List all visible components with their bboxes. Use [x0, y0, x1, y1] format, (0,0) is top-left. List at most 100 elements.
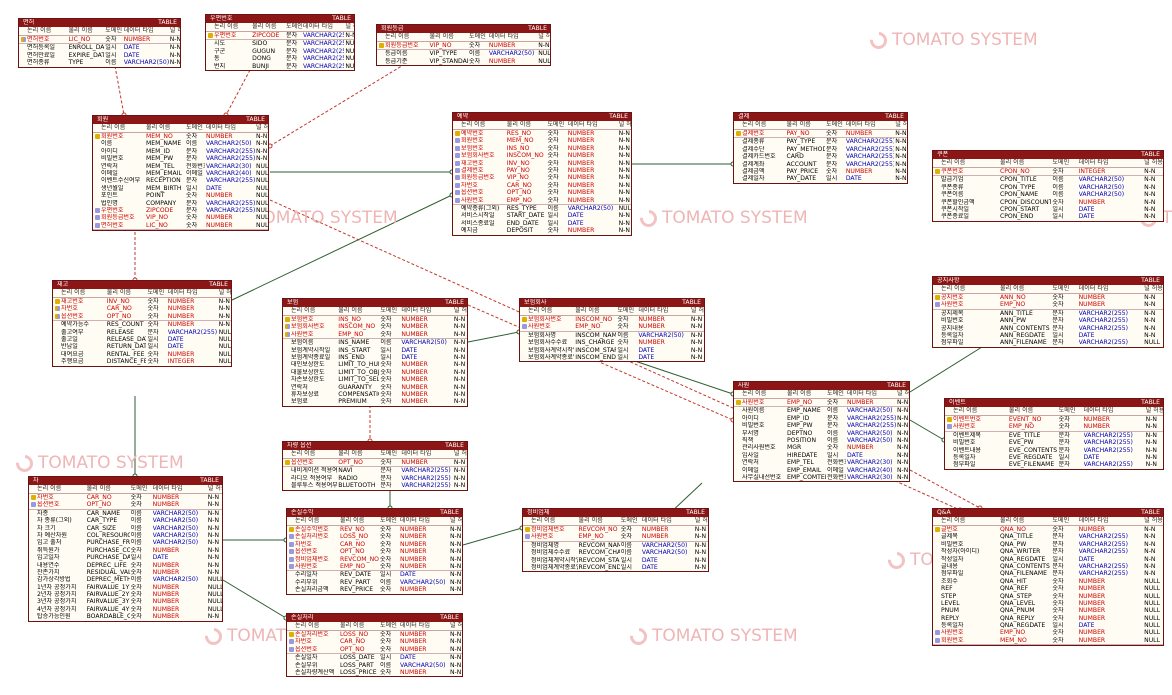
- attribute-row[interactable]: 이벤트내용EVE_CONTENTS문자VARCHAR2(255)N-N: [945, 447, 1163, 454]
- attribute-row[interactable]: 아이디EMP_ID문자VARCHAR2(255)N-N: [734, 415, 909, 422]
- attribute-row[interactable]: 관리사원번호MGR숫자NUMBERN-N: [734, 444, 909, 451]
- entity-header[interactable]: 보험TABLE: [283, 299, 467, 307]
- entity-event[interactable]: 이벤트TABLE논리 이름물리 이름도메인데이터 타입널 허용이벤트번호EVEN…: [944, 398, 1164, 470]
- entity-loss_revenue[interactable]: 손실수익TABLE논리 이름물리 이름도메인데이터 타입널 허용손실수익번호RE…: [286, 508, 463, 595]
- attribute-row[interactable]: 등급기준VIP_STANDARD숫자NUMBERNULL: [377, 58, 550, 65]
- attribute-row[interactable]: 법인명COMPANY문자VARCHAR2(255)NULL: [93, 200, 268, 207]
- attribute-row[interactable]: 사원번호EMP_NO숫자NUMBERN-N: [523, 533, 708, 542]
- entity-employee[interactable]: 사원TABLE논리 이름물리 이름도메인데이터 타입널 허용사원번호EMP_NO…: [733, 381, 910, 483]
- attribute-row[interactable]: 사원번호EMP_NO숫자NUMBERN-N: [287, 563, 462, 572]
- attribute-row[interactable]: 출고여부RELEASE문자VARCHAR2(255)NULL: [53, 329, 231, 336]
- attribute-row[interactable]: 보험회사번호INSCOM_NO숫자NUMBERN-N: [283, 323, 467, 330]
- attribute-row[interactable]: 사원번호EMP_NO숫자NUMBERN-N: [520, 323, 704, 332]
- attribute-row[interactable]: 대인보상한도LIMIT_TO_HUMAN숫자NUMBERN-N: [283, 361, 467, 368]
- attribute-row[interactable]: 보험회사계약시작일INSCOM_START일시DATEN-N: [520, 347, 704, 354]
- attribute-row[interactable]: 등록일자ANN_REGDATE일시DATEN-N: [933, 332, 1163, 339]
- attribute-row[interactable]: 결제카드번호CARD문자VARCHAR2(255)N-N: [734, 153, 907, 160]
- attribute-row[interactable]: 손실처리금액REV_PRICE숫자NUMBERN-N: [287, 586, 462, 593]
- attribute-row[interactable]: 쿠폰이름CPON_NAME이름VARCHAR2(50)N-N: [933, 191, 1163, 198]
- attribute-row[interactable]: 블루투스 적용여부BLUETOOTH문자VARCHAR2(255)N-N: [283, 482, 467, 489]
- attribute-row[interactable]: 사무실내선번호EMP_COMTEL전화번호VARCHAR2(30)N-N: [734, 474, 909, 481]
- attribute-row[interactable]: 공지제목ANN_TITLE문자VARCHAR2(255)N-N: [933, 310, 1163, 317]
- attribute-row[interactable]: 손실차량계산액LOSS_PRICE숫자NUMBERN-N: [287, 669, 462, 676]
- attribute-row[interactable]: 직책POSITION이름VARCHAR2(50)N-N: [734, 437, 909, 444]
- attribute-row[interactable]: 공지내용ANN_CONTENTS문자VARCHAR2(255)N-N: [933, 325, 1163, 332]
- attribute-row[interactable]: 공지번호ANN_NO숫자NUMBERN-N: [933, 294, 1163, 301]
- entity-coupon[interactable]: 쿠폰TABLE논리 이름물리 이름도메인데이터 타입널 허용쿠폰번호CPON_N…: [932, 150, 1164, 222]
- attribute-row[interactable]: 이벤트수신여부RECEPTION문자VARCHAR2(255)NULL: [93, 177, 268, 184]
- attribute-row[interactable]: 결제수단PAY_METHOD문자VARCHAR2(255)N-N: [734, 146, 907, 153]
- attribute-row[interactable]: 반납일RETURN_DATE일시DATENULL: [53, 343, 231, 350]
- attribute-row[interactable]: 생년월일MEM_BIRTH일시DATENULL: [93, 185, 268, 192]
- attribute-row[interactable]: 비밀번호EVE_PW문자VARCHAR2(255)N-N: [945, 439, 1163, 446]
- attribute-row[interactable]: 회원등급번호VIP_NO숫자NUMBERNULL: [93, 214, 268, 221]
- attribute-row[interactable]: 손실부위LOSS_PART이름VARCHAR2(50)N-N: [287, 662, 462, 669]
- attribute-row[interactable]: 비밀번호QNA_PW문자VARCHAR2(255)N-N: [933, 541, 1163, 548]
- attribute-row[interactable]: 대물보상한도LIMIT_TO_OBJECT숫자NUMBERN-N: [283, 369, 467, 376]
- entity-header[interactable]: 손실수익TABLE: [287, 509, 462, 517]
- entity-header[interactable]: 예약TABLE: [453, 113, 631, 121]
- entity-header[interactable]: 정비업체TABLE: [523, 509, 708, 517]
- attribute-row[interactable]: 사원번호EMP_NO숫자NUMBERN-N: [283, 331, 467, 340]
- attribute-row[interactable]: 정비업체계약종료일REVCOM_END일시DATEN-N: [523, 564, 708, 571]
- attribute-row[interactable]: 이메일MEM_EMAIL이메일VARCHAR2(40)NULL: [93, 170, 268, 177]
- attribute-row[interactable]: 차번호CAR_NO숫자NUMBERN-N: [29, 494, 222, 501]
- attribute-row[interactable]: 면허등록일ENROLL_DATE일시DATEN-N: [19, 44, 180, 51]
- attribute-row[interactable]: LEVELQNA_LEVEL숫자NUMBERNULL: [933, 600, 1163, 607]
- attribute-row[interactable]: 차번호CAR_NO숫자NUMBERN-N: [453, 182, 631, 189]
- attribute-row[interactable]: 정비업체계약시작일REVCOM_START일시DATEN-N: [523, 557, 708, 564]
- attribute-row[interactable]: 회원등급번호VIP_NO숫자NUMBERN-N: [453, 174, 631, 181]
- attribute-row[interactable]: 취득원가PURCHASE_COST숫자NUMBERN-N: [29, 547, 222, 554]
- attribute-row[interactable]: 정비업체번호REVCOM_NO숫자NUMBERN-N: [287, 556, 462, 563]
- attribute-row[interactable]: 보험계약종료일INS_END일시DATEN-N: [283, 354, 467, 361]
- attribute-row[interactable]: 차번호CAR_NO숫자NUMBERN-N: [287, 638, 462, 645]
- attribute-row[interactable]: 보험번호INS_NO숫자NUMBERN-N: [283, 316, 467, 323]
- attribute-row[interactable]: 번지BUNJI문자VARCHAR2(255)NULL: [206, 63, 354, 70]
- attribute-row[interactable]: 보험계약시작일INS_START일시DATEN-N: [283, 347, 467, 354]
- attribute-row[interactable]: 차 종류(그외)CAR_TYPE이름VARCHAR2(50)N-N: [29, 517, 222, 524]
- attribute-row[interactable]: 등록일자EVE_REGDATE일시DATEN-N: [945, 454, 1163, 461]
- entity-member_grade[interactable]: 회원등급TABLE논리 이름물리 이름도메인데이터 타입널 허용회원등급번호VI…: [376, 24, 551, 67]
- entity-inventory[interactable]: 재고TABLE논리 이름물리 이름도메인데이터 타입널 허용재고번호INV_NO…: [52, 280, 232, 367]
- entity-header[interactable]: 회원등급TABLE: [377, 25, 550, 33]
- entity-zipcode[interactable]: 우편번호TABLE논리 이름물리 이름도메인데이터 타입널 허용우편번호ZIPC…: [205, 14, 355, 71]
- attribute-row[interactable]: STEPQNA_STEP숫자NUMBERNULL: [933, 593, 1163, 600]
- attribute-row[interactable]: 옵션번호OPT_NO숫자NUMBERN-N: [453, 189, 631, 196]
- attribute-row[interactable]: 보험회사번호INSCOM_NO숫자NUMBERN-N: [520, 316, 704, 323]
- entity-repair_company[interactable]: 정비업체TABLE논리 이름물리 이름도메인데이터 타입널 허용정비업체번호RE…: [522, 508, 709, 573]
- entity-header[interactable]: 사원TABLE: [734, 382, 909, 390]
- entity-insurance[interactable]: 보험TABLE논리 이름물리 이름도메인데이터 타입널 허용보험번호INS_NO…: [282, 298, 468, 407]
- attribute-row[interactable]: REPLYQNA_REPLY숫자NUMBERNULL: [933, 615, 1163, 622]
- attribute-row[interactable]: 입사일HIREDATE일시DATEN-N: [734, 452, 909, 459]
- attribute-row[interactable]: 첨부파일ANN_FILENAME문자VARCHAR2(255)NULL: [933, 339, 1163, 346]
- attribute-row[interactable]: 비밀번호ANN_PW문자VARCHAR2(255)N-N: [933, 317, 1163, 324]
- attribute-row[interactable]: REFQNA_REF숫자NUMBERNULL: [933, 585, 1163, 592]
- attribute-row[interactable]: 동DONG문자VARCHAR2(255)NULL: [206, 55, 354, 62]
- attribute-row[interactable]: 예치금DEPOSIT숫자NUMBERN-N: [453, 227, 631, 234]
- entity-car[interactable]: 차TABLE논리 이름물리 이름도메인데이터 타입널 허용차번호CAR_NO숫자…: [28, 476, 223, 622]
- attribute-row[interactable]: 보험회사명INSCOM_NAME이름VARCHAR2(50)N-N: [520, 332, 704, 339]
- attribute-row[interactable]: 주행요금DISTANCE_FEE숫자INTEGERNULL: [53, 358, 231, 365]
- attribute-row[interactable]: 등록일자QNA_REGDATE일시DATENULL: [933, 622, 1163, 629]
- attribute-row[interactable]: 입고 출처PURCHASE_FROM이름VARCHAR2(50)N-N: [29, 539, 222, 546]
- attribute-row[interactable]: 조회수QNA_HIT숫자NUMBERNULL: [933, 578, 1163, 585]
- attribute-row[interactable]: 결제번호PAY_NO숫자NUMBERN-N: [453, 167, 631, 174]
- attribute-row[interactable]: 손실처리번호LOSS_NO숫자NUMBERN-N: [287, 631, 462, 638]
- attribute-row[interactable]: 입고일자PURCHASE_DATE일시DATEN-N: [29, 554, 222, 561]
- attribute-row[interactable]: 작성자(아이디)QNA_WRITER문자VARCHAR2(255)N-N: [933, 548, 1163, 555]
- attribute-row[interactable]: 수리일자REV_DATE일시DATEN-N: [287, 571, 462, 578]
- attribute-row[interactable]: 정비업체번호REVCOM_NO숫자NUMBERN-N: [523, 526, 708, 533]
- attribute-row[interactable]: 발급기업CPON_TITLE이름VARCHAR2(50)N-N: [933, 176, 1163, 183]
- attribute-row[interactable]: 옵션번호OPT_NO숫자NUMBERN-N: [29, 501, 222, 510]
- attribute-row[interactable]: 결제종류PAY_TYPE문자VARCHAR2(255)N-N: [734, 138, 907, 145]
- attribute-row[interactable]: 이벤트번호EVENT_NO숫자NUMBERN-N: [945, 416, 1163, 423]
- attribute-row[interactable]: 사원번호EMP_NO숫자NUMBERN-N: [734, 399, 909, 408]
- attribute-row[interactable]: 3년차 공정가치FAIRVALUE_3YEAR숫자NUMBERNULL: [29, 598, 222, 605]
- entity-header[interactable]: 우편번호TABLE: [206, 15, 354, 23]
- entity-header[interactable]: 이벤트TABLE: [945, 399, 1163, 407]
- attribute-row[interactable]: 차 예산자원COL_RESOURCE이름VARCHAR2(50)N-N: [29, 532, 222, 539]
- attribute-row[interactable]: 보험회사수수료INS_CHARGE숫자NUMBERN-N: [520, 339, 704, 346]
- attribute-row[interactable]: 보험료PREMIUM숫자NUMBERN-N: [283, 398, 467, 405]
- entity-header[interactable]: 쿠폰TABLE: [933, 151, 1163, 159]
- attribute-row[interactable]: 구군GUGUN문자VARCHAR2(255)NULL: [206, 48, 354, 55]
